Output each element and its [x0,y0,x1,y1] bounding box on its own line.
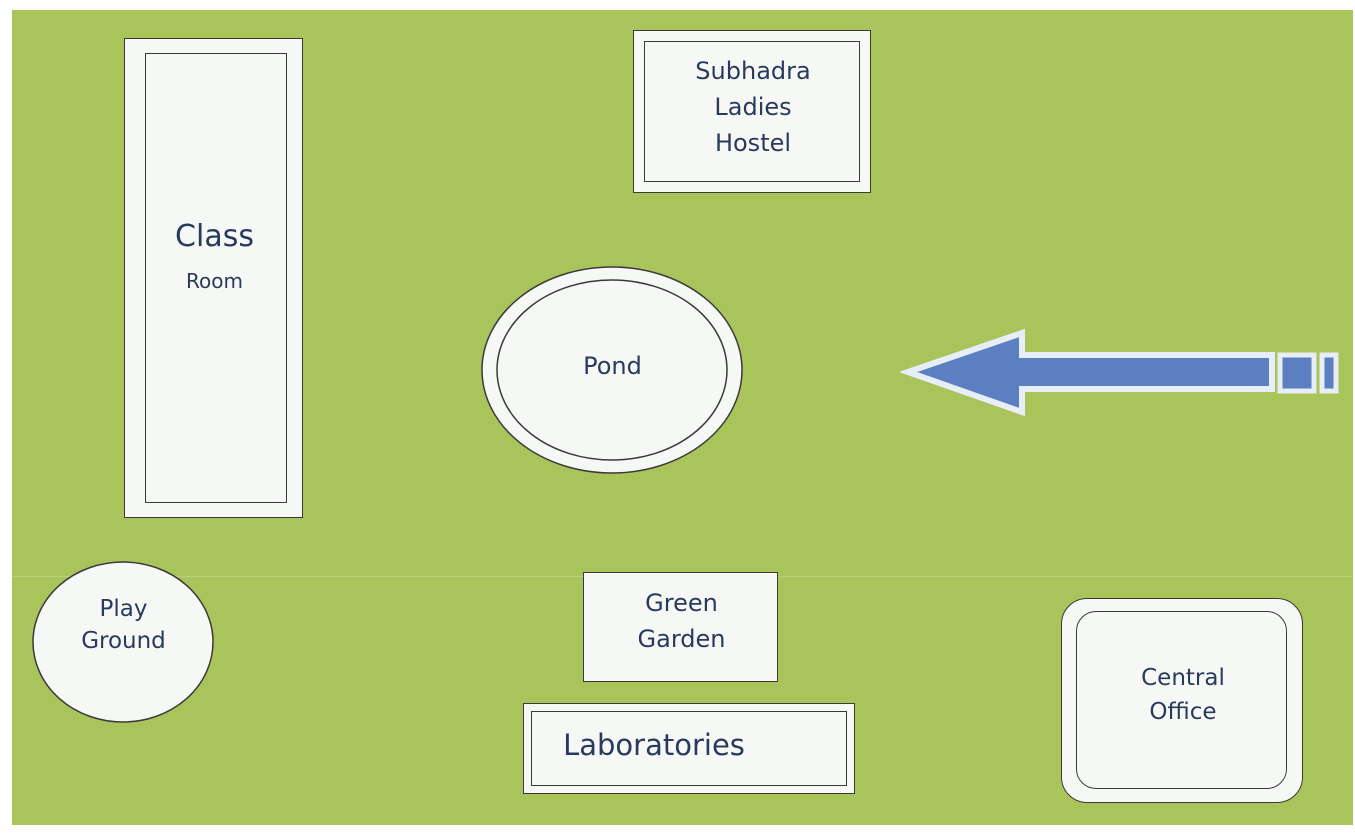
laboratories-label: Laboratories [563,728,745,762]
central-office-building: Central Office [1061,598,1303,803]
class-room-inner [145,53,287,503]
central-office-label-line2: Office [1149,699,1217,725]
play-ground-label-line1: Play [99,596,148,622]
green-garden-building: Green Garden [583,572,778,682]
pond-label: Pond [583,352,642,380]
hostel-inner [644,41,860,182]
laboratories-building: Laboratories [523,703,855,794]
hostel-label-line1: Subhadra [695,57,811,85]
pond-shape [481,266,743,474]
central-office-label-line1: Central [1141,665,1225,691]
central-office-inner [1076,611,1287,789]
green-garden-label-line2: Garden [637,625,726,653]
play-ground-shape [32,561,214,723]
green-garden-label-line1: Green [645,589,718,617]
left-arrow-icon [900,328,1339,417]
play-ground-label-line2: Ground [81,628,166,654]
hostel-label-line2: Ladies [714,93,792,121]
hostel-building: Subhadra Ladies Hostel [633,30,871,193]
class-room-label-line2: Room [186,269,243,293]
class-room-label-line1: Class [175,219,254,254]
class-room-building: Class Room [124,38,303,518]
laboratories-inner [531,711,847,786]
hostel-label-line3: Hostel [714,129,792,157]
